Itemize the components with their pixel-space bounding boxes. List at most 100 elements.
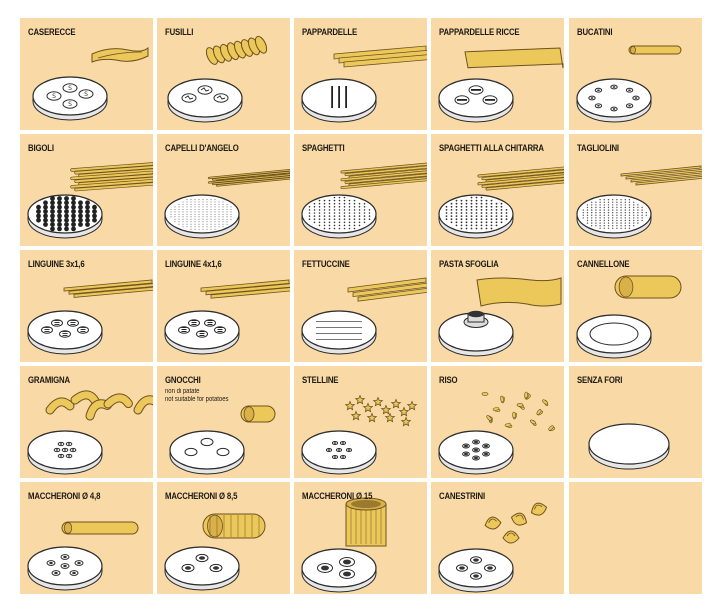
die-disk — [301, 548, 377, 593]
pasta-strands — [207, 168, 290, 187]
die-disk — [167, 78, 243, 123]
pasta-sheet — [476, 277, 562, 307]
pasta-ribbons — [63, 279, 153, 298]
die-disk — [27, 430, 103, 475]
tile-illustration — [167, 35, 268, 123]
pasta-tile: BUCATINI — [569, 18, 702, 130]
tile-illustration — [438, 391, 556, 475]
pasta-note: not suitable for potatoes — [165, 396, 229, 403]
die-holes — [456, 556, 496, 580]
die-disk — [576, 78, 652, 123]
pasta-fusilli — [205, 35, 268, 65]
tile-illustration — [301, 45, 427, 123]
die-disk — [27, 310, 103, 355]
die-disk — [301, 430, 377, 475]
pasta-name: GRAMIGNA — [28, 375, 70, 386]
die-holes — [582, 199, 647, 229]
pasta-stelline — [344, 394, 418, 427]
pasta-gnocchi — [240, 405, 276, 423]
die-holes-marks — [457, 89, 495, 101]
die-holes-marks — [44, 320, 86, 336]
pasta-name: CAPELLI D'ANGELO — [165, 143, 239, 154]
die-holes — [317, 557, 355, 579]
die-disk — [588, 423, 670, 470]
die-holes — [36, 196, 97, 232]
die-holes — [316, 321, 362, 340]
tile-illustration — [588, 423, 670, 470]
die-holes — [325, 440, 353, 460]
pasta-name: CASERECCE — [28, 27, 76, 38]
pasta-tile: LINGUINE 3x1,6 — [20, 250, 153, 362]
die-disk — [164, 310, 240, 355]
pasta-name: MACCHERONI Ø 4,8 — [28, 491, 101, 502]
pasta-tile: LINGUINE 4x1,6 — [157, 250, 290, 362]
pasta-tile: RISO — [431, 366, 564, 478]
pasta-name: PAPPARDELLE — [302, 27, 358, 38]
tile-illustration — [27, 521, 139, 591]
pasta-name: BIGOLI — [28, 143, 54, 154]
tile-illustration — [576, 165, 702, 239]
pasta-tile: BIGOLI — [20, 134, 153, 246]
pasta-tile: FUSILLI — [157, 18, 290, 130]
pasta-tile: SENZA FORI — [569, 366, 702, 478]
svg-text:S: S — [68, 85, 72, 92]
tile-illustration — [301, 162, 427, 239]
pasta-maccheroni — [61, 521, 139, 535]
tile-illustration — [438, 277, 562, 357]
pasta-maccheroni-15 — [345, 497, 387, 547]
tile-illustration — [576, 45, 682, 123]
pasta-tile: PAPPARDELLE — [294, 18, 427, 130]
die-disk — [301, 310, 377, 355]
tile-illustration — [27, 279, 153, 355]
pasta-tile: PAPPARDELLE RICCE — [431, 18, 564, 130]
tile-illustration — [164, 513, 266, 591]
pasta-name: LINGUINE 4x1,6 — [165, 259, 222, 270]
pasta-tile: MACCHERONI Ø 15 — [294, 482, 427, 594]
tile-illustration — [301, 394, 418, 475]
pasta-strands — [340, 162, 427, 190]
tile-illustration — [301, 497, 387, 593]
pasta-tile: FETTUCCINE — [294, 250, 427, 362]
pasta-tile: MACCHERONI Ø 4,8 — [20, 482, 153, 594]
die-disk — [164, 194, 240, 239]
pasta-ribbons — [347, 277, 427, 302]
die-disk — [576, 194, 652, 239]
pasta-casarecce — [91, 46, 149, 63]
die-holes — [46, 554, 84, 576]
tile-illustration — [169, 405, 276, 475]
pasta-strands — [70, 162, 153, 192]
die-holes — [588, 84, 640, 112]
pasta-cannellone — [614, 275, 682, 299]
pasta-name: MACCHERONI Ø 8,5 — [165, 491, 238, 502]
pasta-bucatini — [628, 45, 682, 55]
die-holes-marks — [181, 320, 223, 336]
pasta-ribbons — [333, 45, 427, 68]
pasta-ribbons — [620, 165, 702, 186]
pasta-pappardelle-ricce — [464, 47, 564, 69]
pasta-name: FETTUCCINE — [302, 259, 350, 270]
pasta-name: RISO — [439, 375, 458, 386]
die-holes — [308, 196, 371, 230]
tile-illustration — [438, 166, 564, 239]
pasta-name: TAGLIOLINI — [577, 143, 619, 154]
pasta-tile: SPAGHETTI — [294, 134, 427, 246]
pasta-tile: SPAGHETTI ALLA CHITARRA — [431, 134, 564, 246]
pasta-tile: CANESTRINI — [431, 482, 564, 594]
tile-illustration — [164, 168, 290, 239]
pasta-name: SENZA FORI — [577, 375, 623, 386]
pasta-tile: STELLINE — [294, 366, 427, 478]
tile-illustration — [438, 47, 564, 123]
die-holes — [589, 322, 639, 346]
pasta-tile: CANNELLONE — [569, 250, 702, 362]
die-holes — [463, 310, 489, 328]
svg-text:S: S — [84, 91, 88, 98]
tile-illustration — [164, 279, 290, 355]
pasta-tile: TAGLIOLINI — [569, 134, 702, 246]
pasta-riso — [481, 391, 556, 432]
die-disk — [438, 78, 514, 123]
pasta-maccheroni — [202, 513, 266, 539]
pasta-gramigna — [45, 390, 153, 421]
pasta-name: PAPPARDELLE RICCE — [439, 27, 520, 38]
pasta-name: LINGUINE 3x1,6 — [28, 259, 85, 270]
